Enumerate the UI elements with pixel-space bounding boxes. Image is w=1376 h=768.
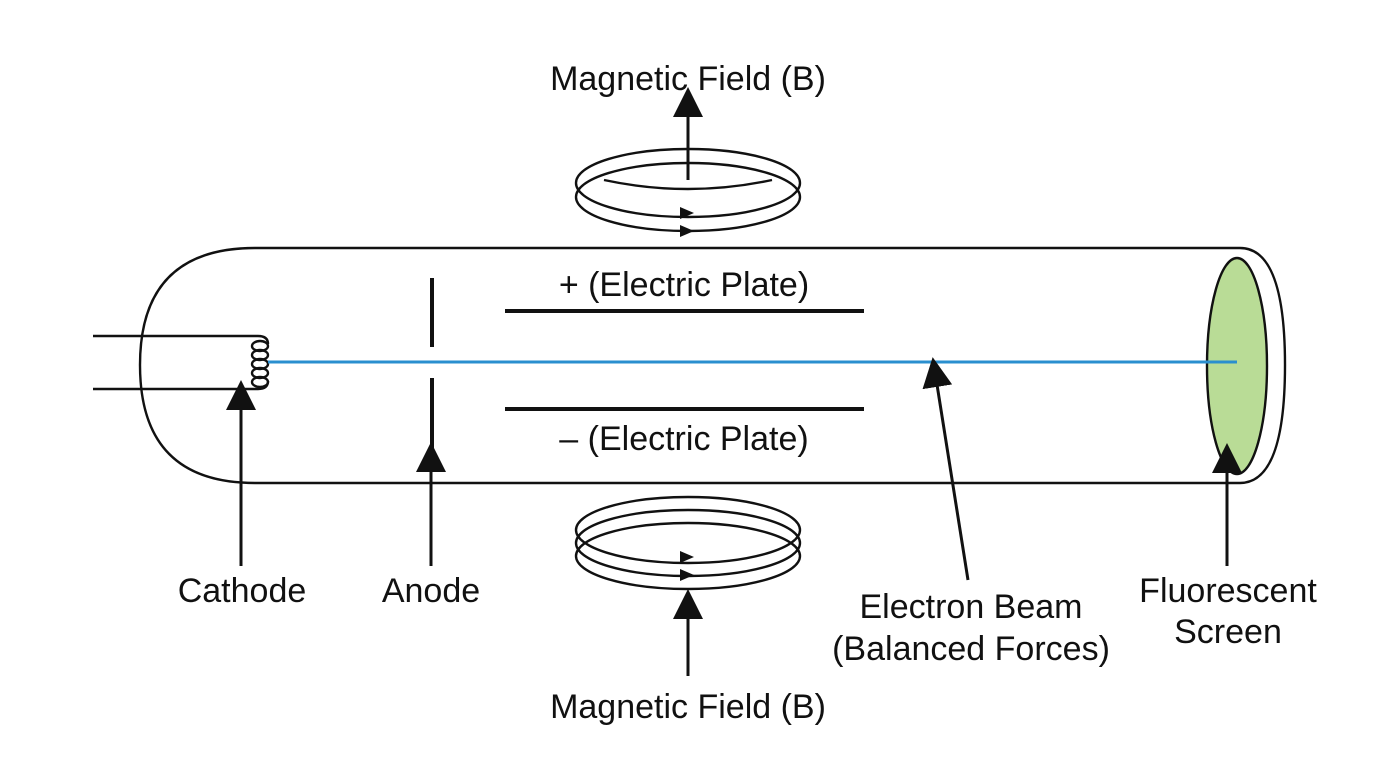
electron-beam-label-line1: Electron Beam <box>860 588 1083 626</box>
electron-beam-pointer-arrow <box>922 357 970 581</box>
bottom-magnetic-coil <box>574 495 802 591</box>
electron-beam-label-line2: (Balanced Forces) <box>832 630 1110 668</box>
anode-label: Anode <box>382 572 480 610</box>
screen-label-line2: Screen <box>1174 613 1282 651</box>
screen-label-line1: Fluorescent <box>1139 572 1317 610</box>
positive-plate-label: + (Electric Plate) <box>559 266 809 304</box>
tube-outline <box>138 246 1287 485</box>
magnetic-field-bottom-label: Magnetic Field (B) <box>550 688 826 726</box>
cathode-leads <box>93 334 270 391</box>
magnetic-field-top-label: Magnetic Field (B) <box>550 60 826 98</box>
fluorescent-screen <box>1205 256 1269 476</box>
cathode-label: Cathode <box>178 572 307 610</box>
negative-plate-label: – (Electric Plate) <box>559 420 808 458</box>
cathode-coil <box>250 339 270 389</box>
